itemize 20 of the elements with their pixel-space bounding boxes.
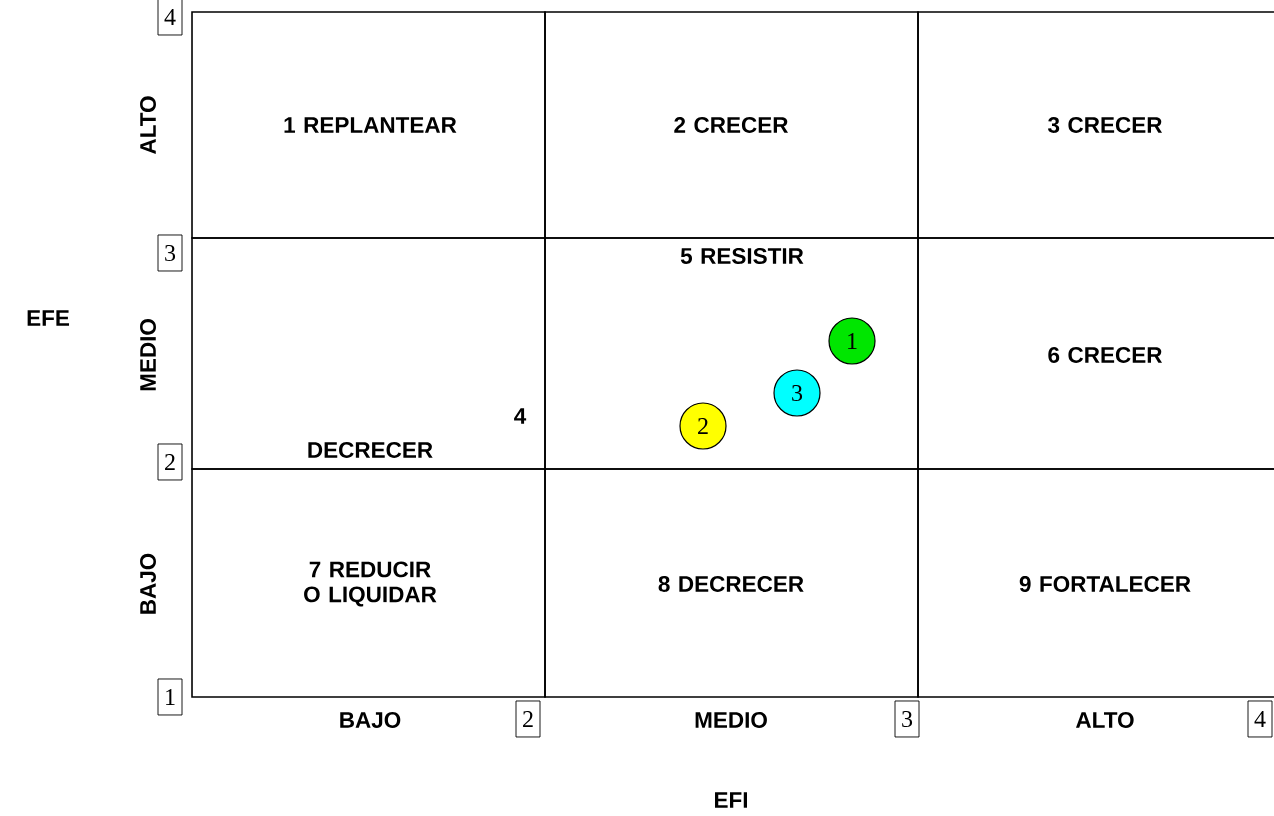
tick-box: 3 — [894, 700, 920, 738]
matrix-cell: 4 DECRECER — [191, 237, 546, 470]
tick-box: 2 — [515, 700, 541, 738]
tick-box: 3 — [157, 234, 183, 272]
axis-label: ALTO — [140, 96, 156, 154]
tick-box: 2 — [157, 443, 183, 481]
axis-label: BAJO — [140, 553, 156, 614]
matrix-cell: 2 CRECER — [544, 11, 919, 239]
axis-label: EFE — [27, 310, 69, 326]
matrix-cell: 8 DECRECER — [544, 468, 919, 698]
matrix-cell: 3 CRECER — [917, 11, 1274, 239]
tick-box: 1 — [157, 678, 183, 716]
matrix-cell: 1 REPLANTEAR — [191, 11, 546, 239]
tick-box: 4 — [157, 0, 183, 36]
axis-label: MEDIO — [140, 319, 156, 391]
axis-label: EFI — [715, 792, 747, 808]
tick-box: 4 — [1247, 700, 1273, 738]
matrix-cell: 7 REDUCIR O LIQUIDAR — [191, 468, 546, 698]
matrix-cell: 9 FORTALECER — [917, 468, 1274, 698]
matrix-cell: 6 CRECER — [917, 237, 1274, 470]
